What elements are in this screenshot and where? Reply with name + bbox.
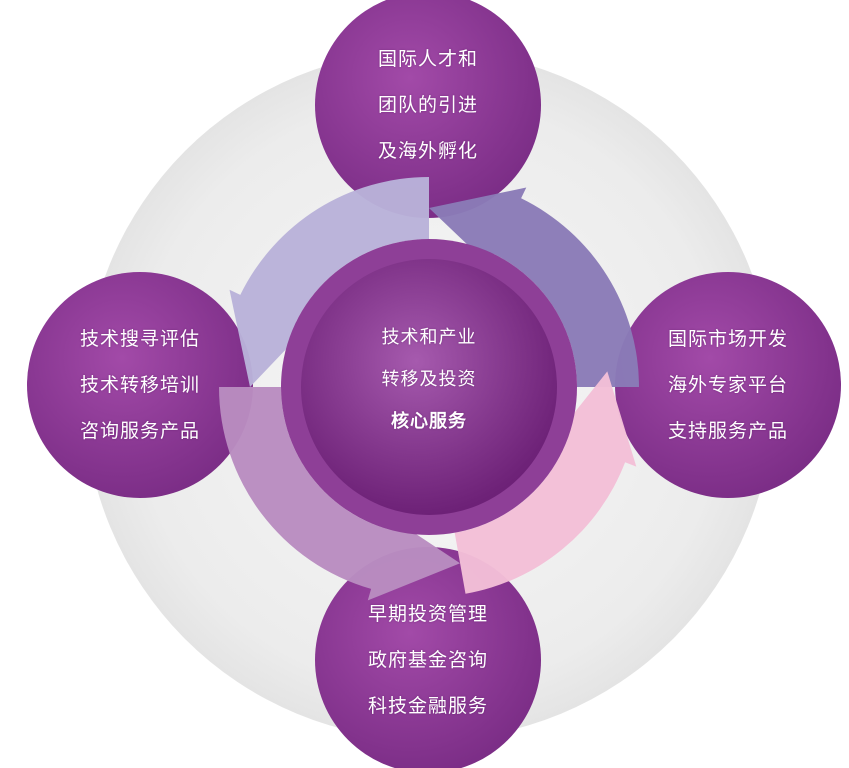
core-circle <box>301 259 557 515</box>
node-circle-right <box>615 272 841 498</box>
node-bottom-label: 早期投资管理 政府基金咨询 科技金融服务 <box>328 585 528 735</box>
cycle-arrows <box>219 177 639 601</box>
arrow-bottom-right <box>454 371 637 594</box>
node-bottom-line: 科技金融服务 <box>367 695 488 717</box>
node-circle-bottom <box>315 547 541 768</box>
core-emphasis: 核心服务 <box>391 411 467 432</box>
node-bottom-line: 早期投资管理 <box>367 603 488 625</box>
arrow-bottom-left <box>219 387 461 601</box>
node-top-line: 及海外孵化 <box>377 140 478 162</box>
node-right-line: 支持服务产品 <box>667 420 788 442</box>
node-circle-top <box>315 0 541 218</box>
node-top-label: 国际人才和 团队的引进 及海外孵化 <box>328 30 528 180</box>
core-label: 技术和产业 转移及投资 核心服务 <box>329 305 529 455</box>
node-left-line: 技术搜寻评估 <box>79 328 200 350</box>
node-left-line: 咨询服务产品 <box>79 420 200 442</box>
node-right-line: 海外专家平台 <box>667 374 788 396</box>
node-bottom-line: 政府基金咨询 <box>367 649 488 671</box>
node-right-label: 国际市场开发 海外专家平台 支持服务产品 <box>628 310 828 460</box>
node-left-line: 技术转移培训 <box>79 374 200 396</box>
arrow-top-left <box>229 177 429 387</box>
node-top-line: 国际人才和 <box>377 48 478 70</box>
node-right-line: 国际市场开发 <box>667 328 788 350</box>
node-top-line: 团队的引进 <box>377 94 478 116</box>
node-circle-left <box>27 272 253 498</box>
node-left-label: 技术搜寻评估 技术转移培训 咨询服务产品 <box>40 310 240 460</box>
arrow-top-right <box>429 187 639 387</box>
core-line: 转移及投资 <box>381 369 477 390</box>
core-line: 技术和产业 <box>381 327 477 348</box>
